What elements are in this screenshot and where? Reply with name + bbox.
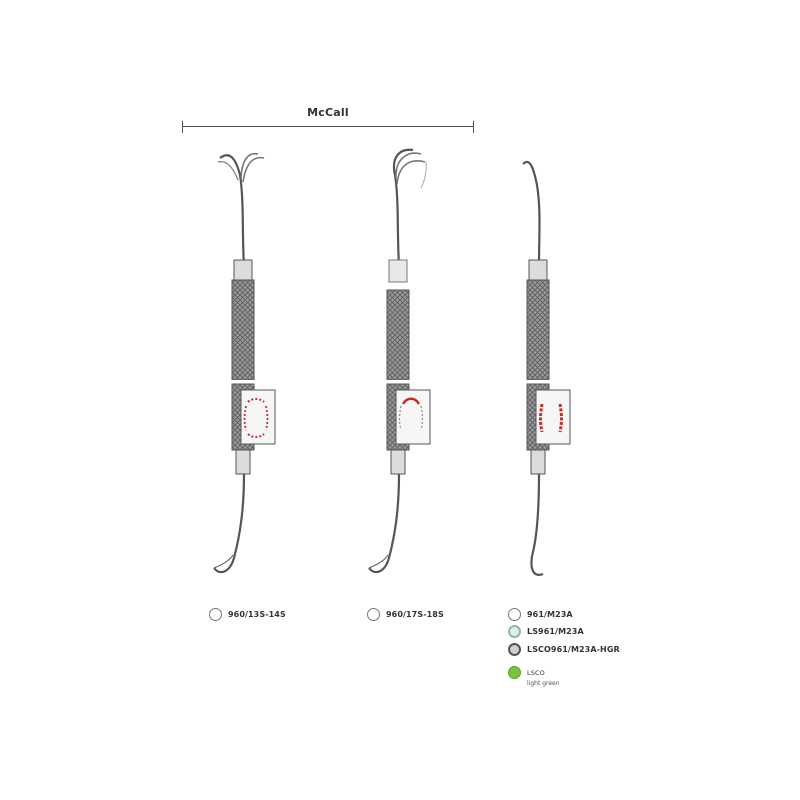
range-arrow-line <box>182 126 474 128</box>
option-sublabel: light green <box>527 680 560 687</box>
range-arrow-right <box>472 121 474 133</box>
color-swatch-white <box>508 608 521 621</box>
instrument-2-image <box>368 148 431 574</box>
color-swatch-lsco <box>508 643 521 656</box>
range-arrow-left <box>182 121 184 133</box>
instrument-1-image <box>213 152 276 574</box>
option-960-13s-14s[interactable]: 960/13S-14S <box>209 608 286 621</box>
option-ls961-m23a[interactable]: LS961/M23A <box>508 625 584 638</box>
range-label: McCall <box>307 106 349 119</box>
option-lsco-light-green[interactable]: LSCO <box>508 666 545 679</box>
option-lsco961-m23a-hgr[interactable]: LSCO961/M23A-HGR <box>508 643 620 656</box>
option-label: 960/17S-18S <box>386 610 444 619</box>
color-swatch-ls <box>508 625 521 638</box>
option-960-17s-18s[interactable]: 960/17S-18S <box>367 608 444 621</box>
option-label: LSCO <box>527 668 545 677</box>
color-swatch-white <box>367 608 380 621</box>
option-label: LSCO961/M23A-HGR <box>527 645 620 654</box>
option-label: LS961/M23A <box>527 627 584 636</box>
option-961-m23a[interactable]: 961/M23A <box>508 608 573 621</box>
option-label: 961/M23A <box>527 610 573 619</box>
color-swatch-white <box>209 608 222 621</box>
color-swatch-light-green <box>508 666 521 679</box>
instrument-3-image <box>522 160 571 576</box>
option-label: 960/13S-14S <box>228 610 286 619</box>
mccall-range-indicator: McCall <box>182 106 474 133</box>
